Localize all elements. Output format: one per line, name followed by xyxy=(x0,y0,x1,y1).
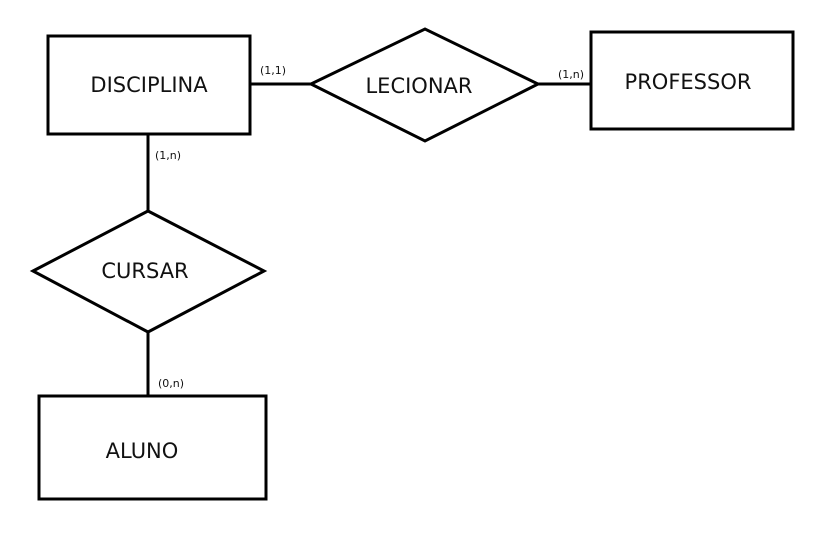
relationship-cursar-diamond xyxy=(29,209,268,334)
relationship-lecionar-diamond xyxy=(307,27,542,143)
entity-aluno-label: ALUNO xyxy=(106,439,179,463)
entity-disciplina-label: DISCIPLINA xyxy=(90,73,208,97)
cardinality-disciplina-lecionar: (1,1) xyxy=(260,64,286,77)
entity-professor-box xyxy=(589,30,795,131)
relationship-lecionar[interactable]: LECIONAR xyxy=(307,27,542,143)
relationship-cursar[interactable]: CURSAR xyxy=(29,209,268,334)
cardinality-professor-lecionar: (1,n) xyxy=(558,68,584,81)
cardinality-aluno-cursar: (0,n) xyxy=(158,377,184,390)
cardinality-disciplina-cursar: (1,n) xyxy=(155,149,181,162)
entity-professor-label: PROFESSOR xyxy=(625,70,752,94)
entity-disciplina[interactable]: DISCIPLINA xyxy=(46,34,252,136)
entity-professor[interactable]: PROFESSOR xyxy=(589,30,795,131)
relationship-lecionar-label: LECIONAR xyxy=(365,74,472,98)
entity-aluno-box xyxy=(37,394,268,501)
entity-disciplina-box xyxy=(46,34,252,136)
entity-aluno[interactable]: ALUNO xyxy=(37,394,268,501)
relationship-cursar-label: CURSAR xyxy=(101,259,188,283)
